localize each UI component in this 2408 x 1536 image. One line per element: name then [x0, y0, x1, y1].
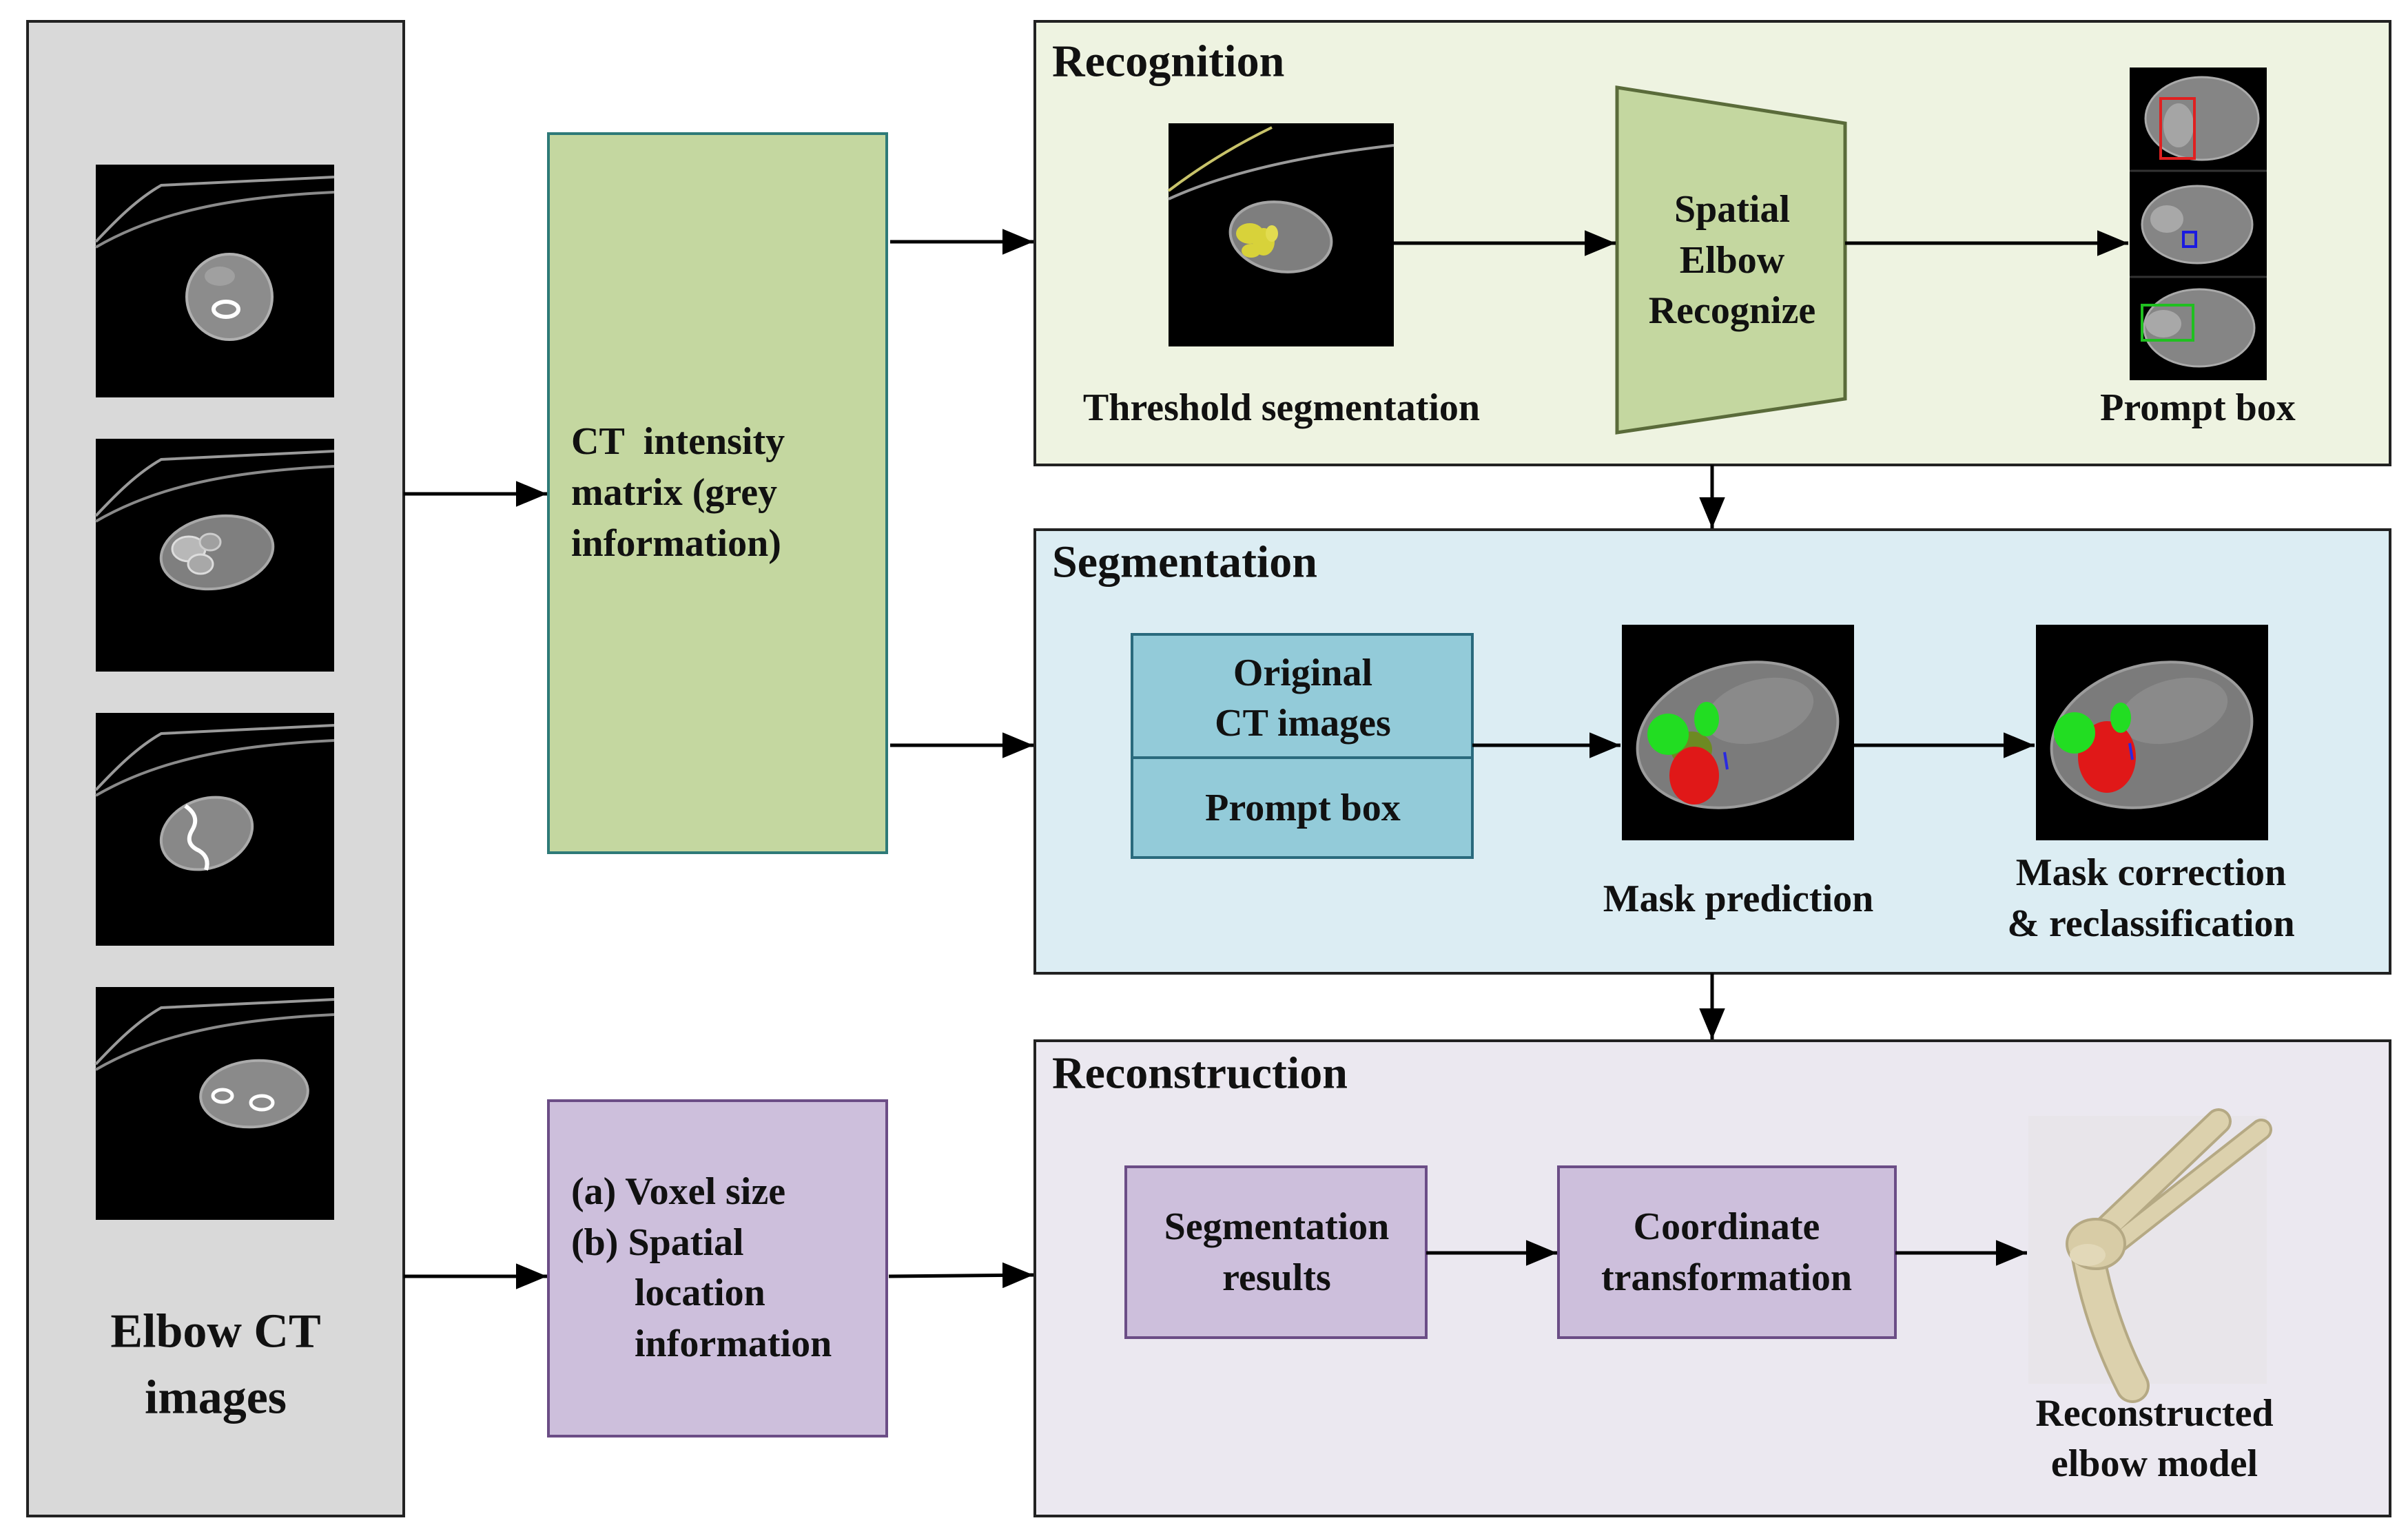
ct-slice-image — [94, 713, 335, 946]
segmentation-results-box: Segmentation results — [1124, 1165, 1428, 1339]
spatial-elbow-recognizer — [1615, 85, 1847, 435]
segmentation-input-line: CT images — [1215, 702, 1391, 745]
spatial-box-line: information — [635, 1322, 832, 1365]
elbow-model-label-line: Reconstructed — [2035, 1392, 2273, 1435]
coordinate-transformation-line: transformation — [1601, 1256, 1852, 1299]
input-panel-title-line: Elbow CT — [110, 1305, 320, 1358]
segmentation-panel: Segmentation Original CT images Prompt b… — [1033, 528, 2391, 975]
spatial-box-line: location — [635, 1272, 765, 1314]
intensity-matrix-box: CT intensity matrix (grey information) — [547, 132, 888, 854]
mask-green-region — [2054, 712, 2095, 754]
mask-prediction-image — [1622, 625, 1854, 840]
recognition-title: Recognition — [1052, 37, 1284, 87]
input-panel: Elbow CT images — [26, 20, 405, 1517]
mask-red-region — [1669, 747, 1719, 805]
mask-prediction-label: Mask prediction — [1603, 878, 1874, 920]
spatial-box-line: (b) Spatial — [571, 1221, 744, 1264]
reconstruction-title: Reconstruction — [1052, 1048, 1348, 1099]
segmentation-prompt-box-label: Prompt box — [1205, 787, 1401, 829]
mask-green-region — [1694, 702, 1719, 736]
recognizer-line: Spatial — [1674, 188, 1790, 231]
prompt-box-red — [2159, 97, 2196, 160]
segmentation-input-line: Original — [1233, 652, 1372, 694]
mask-green-region — [1647, 714, 1689, 755]
spatial-box-line: (a) Voxel size — [571, 1170, 785, 1213]
input-panel-title-line: images — [145, 1371, 287, 1424]
segmentation-results-line: Segmentation — [1164, 1205, 1390, 1248]
prompt-box-image — [2130, 68, 2267, 380]
arrow — [888, 1262, 1034, 1289]
ct-slice-image — [94, 987, 335, 1220]
segmentation-title: Segmentation — [1052, 537, 1317, 588]
reconstruction-panel: Reconstruction Segmentation results Coor… — [1033, 1039, 2391, 1517]
elbow-model-label-line: elbow model — [2051, 1442, 2258, 1485]
threshold-segmentation-image — [1167, 123, 1395, 346]
mask-correction-image — [2036, 625, 2268, 840]
spatial-info-box: (a) Voxel size (b) Spatial location info… — [547, 1099, 888, 1438]
recognition-panel: Recognition Threshold segmentation Spati… — [1033, 20, 2391, 466]
ct-slice-image — [94, 165, 335, 397]
recognizer-line: Recognize — [1649, 289, 1816, 332]
mask-correction-label-line: Mask correction — [2016, 851, 2286, 894]
threshold-segmentation-label: Threshold segmentation — [1083, 386, 1480, 429]
recognizer-line: Elbow — [1680, 239, 1785, 282]
elbow-model-image — [2028, 1108, 2272, 1403]
mask-green-region — [2110, 703, 2131, 733]
segmentation-results-line: results — [1222, 1256, 1331, 1299]
intensity-box-line: matrix (grey — [571, 471, 777, 514]
prompt-box-green — [2141, 304, 2194, 342]
intensity-box-line: CT intensity — [571, 420, 785, 463]
prompt-box-label: Prompt box — [2100, 386, 2296, 429]
mask-correction-label-line: & reclassification — [2007, 902, 2294, 945]
coordinate-transformation-line: Coordinate — [1634, 1205, 1820, 1248]
prompt-box-blue — [2182, 231, 2197, 248]
intensity-box-line: information) — [571, 522, 781, 565]
ct-slice-image — [94, 439, 335, 672]
segmentation-input-box: Original CT images Prompt box — [1131, 633, 1474, 859]
coordinate-transformation-box: Coordinate transformation — [1557, 1165, 1897, 1339]
